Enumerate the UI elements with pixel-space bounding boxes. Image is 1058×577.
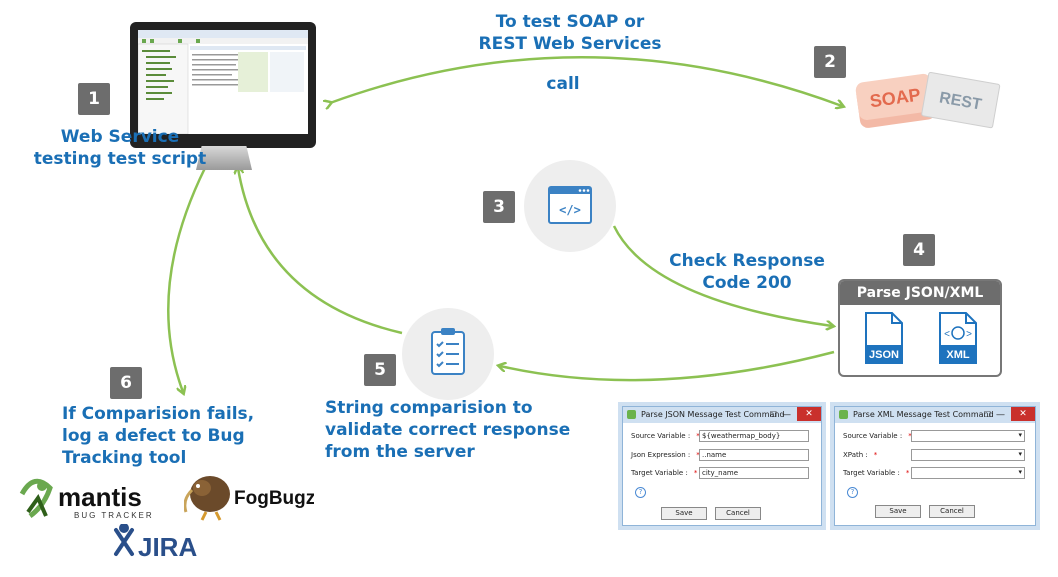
xml-dialog: Parse XML Message Test Command ☐ — ✕ Sou… xyxy=(834,406,1036,526)
soap-rest-icon: SOAP REST xyxy=(855,71,1001,129)
json-source-input[interactable]: ${weathermap_body} xyxy=(699,430,809,442)
json-expression-input[interactable]: ..name xyxy=(699,449,809,461)
xml-source-select[interactable] xyxy=(911,430,1025,442)
step-2-badge: 2 xyxy=(814,46,846,78)
close-icon[interactable]: ✕ xyxy=(797,407,821,421)
call-label: call xyxy=(546,74,580,94)
json-cancel-button[interactable]: Cancel xyxy=(715,507,761,520)
xml-file-icon: < > XML xyxy=(939,312,977,364)
minimize-icon[interactable]: — xyxy=(782,410,791,420)
maximize-icon[interactable]: ☐ xyxy=(983,410,991,419)
clipboard-icon xyxy=(431,328,465,375)
code-glyph: </> xyxy=(559,203,581,217)
json-source-label: Source Variable :* xyxy=(631,432,700,440)
json-target-label: Target Variable :* xyxy=(631,469,698,477)
monitor xyxy=(130,22,316,148)
help-icon[interactable]: ? xyxy=(635,487,646,498)
app-screenshot xyxy=(138,30,308,134)
close-icon[interactable]: ✕ xyxy=(1011,407,1035,421)
arrow-call-soap xyxy=(330,56,842,106)
step-6-label: If Comparision fails,log a defect to Bug… xyxy=(62,404,255,468)
arrow-to-compare xyxy=(500,350,835,382)
xml-target-select[interactable] xyxy=(911,467,1025,479)
step-4-badge: 4 xyxy=(903,234,935,266)
xml-cancel-button[interactable]: Cancel xyxy=(929,505,975,518)
xml-save-button[interactable]: Save xyxy=(875,505,921,518)
step-6-badge: 6 xyxy=(110,367,142,399)
fogbugz-logo: FogBugz xyxy=(184,476,314,521)
mantis-name: mantis xyxy=(58,482,142,512)
test-script-screen xyxy=(138,30,308,134)
xml-dialog-titlebar: Parse XML Message Test Command ☐ — ✕ xyxy=(835,407,1035,423)
parse-box: Parse JSON/XML JSON < > XML xyxy=(838,279,1002,377)
mantis-tagline: BUG TRACKER xyxy=(74,511,154,520)
xml-xpath-label: XPath :* xyxy=(843,451,878,459)
json-file-icon: JSON xyxy=(865,312,903,364)
json-dialog-title: Parse JSON Message Test Command xyxy=(641,410,785,419)
maximize-icon[interactable]: ☐ xyxy=(769,410,777,419)
arrow-to-script xyxy=(238,168,403,335)
help-icon[interactable]: ? xyxy=(847,487,858,498)
svg-text:>: > xyxy=(966,329,972,340)
jira-name: JIRA xyxy=(138,532,197,562)
xml-xpath-select[interactable] xyxy=(911,449,1025,461)
json-expression-label: Json Expression :* xyxy=(631,451,700,459)
json-dialog: Parse JSON Message Test Command ☐ — ✕ So… xyxy=(622,406,822,526)
svg-text:<: < xyxy=(944,329,950,340)
xml-source-label: Source Variable :* xyxy=(843,432,912,440)
step-1-badge: 1 xyxy=(78,83,110,115)
app-icon xyxy=(627,410,636,419)
fogbugz-name: FogBugz xyxy=(234,488,314,509)
app-icon xyxy=(839,410,848,419)
mantis-logo: mantis BUG TRACKER xyxy=(19,478,154,520)
monitor-stand xyxy=(196,146,252,170)
parse-title: Parse JSON/XML xyxy=(840,281,1000,305)
step-3-badge: 3 xyxy=(483,191,515,223)
step-5-badge: 5 xyxy=(364,354,396,386)
json-target-input[interactable]: city_name xyxy=(699,467,809,479)
xml-label: XML xyxy=(946,349,970,361)
xml-target-label: Target Variable :* xyxy=(843,469,910,477)
json-save-button[interactable]: Save xyxy=(661,507,707,520)
minimize-icon[interactable]: — xyxy=(996,410,1005,420)
arrow-to-bugtracker xyxy=(167,167,207,392)
jira-logo: JIRA xyxy=(114,524,197,562)
xml-dialog-title: Parse XML Message Test Command xyxy=(853,410,994,419)
json-dialog-titlebar: Parse JSON Message Test Command ☐ — ✕ xyxy=(623,407,821,423)
json-label: JSON xyxy=(869,349,899,361)
code-window-icon: </> xyxy=(548,186,592,224)
arrow-to-parse xyxy=(612,225,832,326)
